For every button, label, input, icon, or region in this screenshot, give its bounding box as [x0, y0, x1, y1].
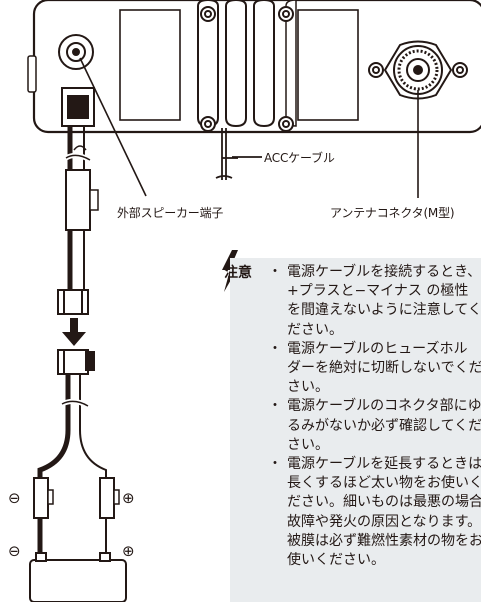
power-socket [61, 87, 95, 127]
plus-symbol-lower: ⊕ [122, 542, 135, 560]
minus-symbol-upper: ⊖ [8, 489, 21, 507]
plus-symbol-upper: ⊕ [122, 489, 135, 507]
ext-speaker-label: 外部スピーカー端子 [117, 206, 224, 220]
caution-item: 電源ケーブルを延長するときは長くするほど太い物をお使いください。細いものは最悪の… [268, 455, 481, 570]
acc-cable [215, 128, 262, 180]
cable-connector [57, 289, 95, 375]
leader-lines [79, 57, 419, 198]
power-cable-lower [33, 374, 120, 560]
acc-cable-label: ACCケーブル [264, 151, 335, 165]
minus-symbol-lower: ⊖ [8, 542, 21, 560]
speaker-jack [58, 34, 94, 70]
caution-tag: 注意 [224, 265, 252, 281]
heatsink [197, 0, 297, 132]
caution-list: 電源ケーブルを接続するとき、+プラスと−マイナス の極性を間違えないように注意し… [268, 263, 481, 570]
power-cable-upper [64, 126, 99, 290]
antenna-connector-label: アンテナコネクタ(M型) [330, 206, 455, 220]
antenna-connector [368, 40, 468, 100]
battery [29, 552, 127, 602]
caution-item: 電源ケーブルを接続するとき、+プラスと−マイナス の極性を間違えないように注意し… [268, 263, 481, 340]
